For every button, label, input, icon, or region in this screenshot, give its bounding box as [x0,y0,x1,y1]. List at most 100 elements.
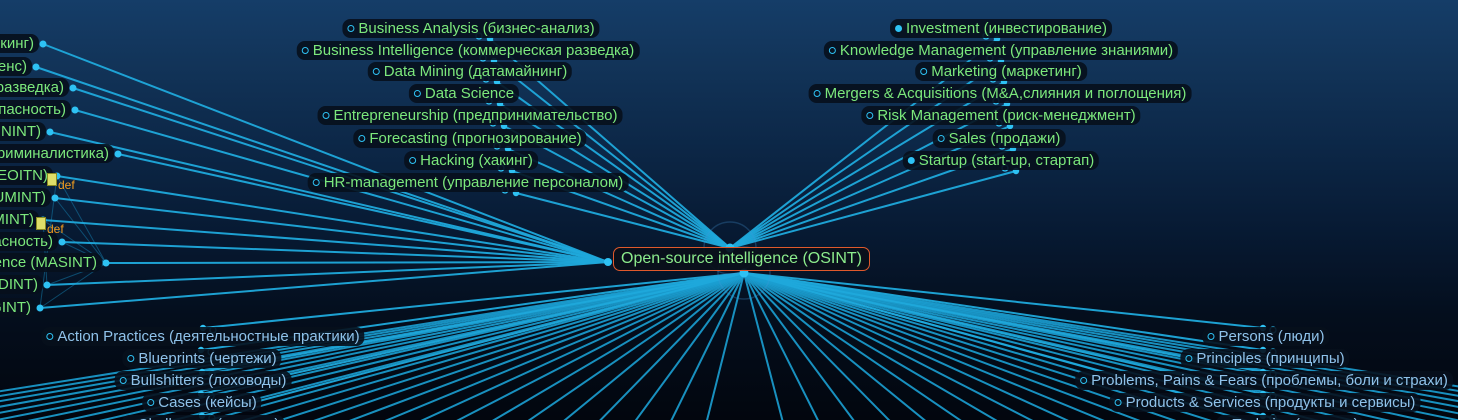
node-ring-icon [372,68,380,75]
graph-node[interactable]: Hacking (хакинг) [404,151,538,170]
graph-node[interactable]: Blueprints (чертежи) [122,349,282,368]
graph-node[interactable]: Products & Services (продукты и сервисы) [1109,393,1421,412]
graph-edge-fan-left [492,272,745,420]
graph-node[interactable]: разведка) [0,78,69,97]
graph-node[interactable]: Business Intelligence (коммерческая разв… [296,41,640,60]
graph-node[interactable]: Principles (принципы) [1180,349,1350,368]
graph-edge [61,241,609,263]
graph-node[interactable]: Technics (техники) [1216,415,1364,420]
graph-node[interactable]: Investment (инвестирование) [890,19,1112,38]
node-gate-dot[interactable] [69,84,77,92]
graph-node[interactable]: Cases (кейсы) [142,393,262,412]
def-attachment-tag[interactable]: def [36,217,64,235]
graph-node[interactable]: Problems, Pains & Fears (проблемы, боли … [1075,371,1453,390]
node-gate-dot[interactable] [36,304,44,312]
node-label: криминалистика) [0,145,109,162]
graph-edge [201,272,745,417]
graph-edge-fan-left [349,272,745,420]
graph-node[interactable]: Challenges (вызовы) [121,415,285,420]
graph-node[interactable]: GEOITN) [0,166,53,185]
graph-edge [201,272,745,373]
graph-node[interactable]: Mergers & Acquisitions (M&A,слияния и по… [808,84,1192,103]
node-gate-dot[interactable] [71,106,79,114]
node-label: Data Mining (датамайнинг) [383,63,568,80]
center-left-gate-dot[interactable] [604,258,612,266]
def-attachment-tag[interactable]: def [47,173,75,191]
node-ring-icon [127,355,135,362]
node-ring-icon [119,377,127,384]
graph-node[interactable]: EDINT) [0,275,43,294]
def-tag-label: def [47,222,64,236]
graph-node[interactable]: Risk Management (риск-менеджмент) [861,106,1141,125]
graph-node[interactable]: Persons (люди) [1202,327,1330,346]
graph-node[interactable]: Action Practices (деятельностные практик… [41,327,365,346]
graph-node[interactable]: GINT) [0,298,36,317]
graph-node[interactable]: Marketing (маркетинг) [915,62,1087,81]
graph-node[interactable]: Entrepreneurship (предпринимательство) [317,106,623,125]
graph-web-edge [54,197,107,264]
graph-node[interactable]: Business Analysis (бизнес-анализ) [342,19,600,38]
graph-edge [493,60,731,249]
graph-node[interactable]: gence (MASINT) [0,253,102,272]
def-square-icon [36,217,46,230]
graph-edge-fan-left [456,272,745,420]
graph-edge [200,272,745,395]
node-label: Hacking (хакинг) [420,152,533,169]
node-ring-icon [322,112,330,119]
node-label: Blueprints (чертежи) [138,350,277,367]
node-gate-dot[interactable] [32,63,40,71]
node-label: Bullshitters (лоховоды) [130,372,287,389]
graph-edge [46,261,609,286]
node-gate-dot[interactable] [39,40,47,48]
node-label: Business Intelligence (коммерческая разв… [312,42,635,59]
node-label: HR-management (управление персоналом) [323,174,624,191]
graph-node[interactable]: HR-management (управление персоналом) [307,173,629,192]
node-label: EDINT) [0,276,38,293]
graph-node[interactable]: Knowledge Management (управление знаниям… [823,41,1179,60]
graph-edge-fan-left [241,272,745,420]
graph-edge [743,272,1264,373]
graph-edge-fan-left [134,272,745,420]
graph-edge [515,192,731,249]
node-ring-icon [937,135,945,142]
node-gate-dot[interactable] [43,281,51,289]
node-label: Cases (кейсы) [158,394,257,411]
graph-node[interactable]: Data Mining (датамайнинг) [367,62,573,81]
graph-node[interactable]: Bullshitters (лоховоды) [114,371,292,390]
graph-node[interactable]: HUMINT) [0,188,51,207]
node-label: Startup (start-up, стартап) [918,152,1095,169]
graph-node[interactable]: Sales (продажи) [932,129,1066,148]
graph-node[interactable]: MINT) [0,210,39,229]
graph-node[interactable]: асность) [0,232,58,251]
node-gate-dot[interactable] [58,238,66,246]
graph-node[interactable]: Startup (start-up, стартап) [902,151,1100,170]
graph-edge [39,261,609,309]
graph-edge [49,131,609,263]
graph-node[interactable]: ININT) [0,122,46,141]
def-tag-label: def [58,178,75,192]
graph-edge [42,43,609,263]
graph-node[interactable]: Forecasting (прогнозирование) [353,129,587,148]
graph-edge [35,66,609,263]
graph-node[interactable]: кинг) [0,34,39,53]
graph-edge [117,153,609,263]
graph-node[interactable]: Data Science [408,84,520,103]
graph-node[interactable]: енс) [0,57,32,76]
node-gate-dot[interactable] [51,194,59,202]
node-label: Principles (принципы) [1196,350,1345,367]
graph-edge-fan-right [743,272,998,420]
node-gate-dot[interactable] [102,259,110,267]
node-gate-dot[interactable] [114,150,122,158]
graph-node[interactable]: пасность) [0,100,71,119]
center-node-osint[interactable]: Open-source intelligence (OSINT) [613,247,870,271]
graph-edge-fan-left [634,272,745,420]
node-ring-icon [301,47,309,54]
graph-edge-fan-left [206,272,745,420]
graph-edge-fan-left [277,272,745,420]
node-label: gence (MASINT) [0,254,97,271]
node-gate-dot[interactable] [46,128,54,136]
graph-edge-fan-left [527,272,745,420]
graph-node[interactable]: криминалистика) [0,144,114,163]
node-label: асность) [0,233,53,250]
